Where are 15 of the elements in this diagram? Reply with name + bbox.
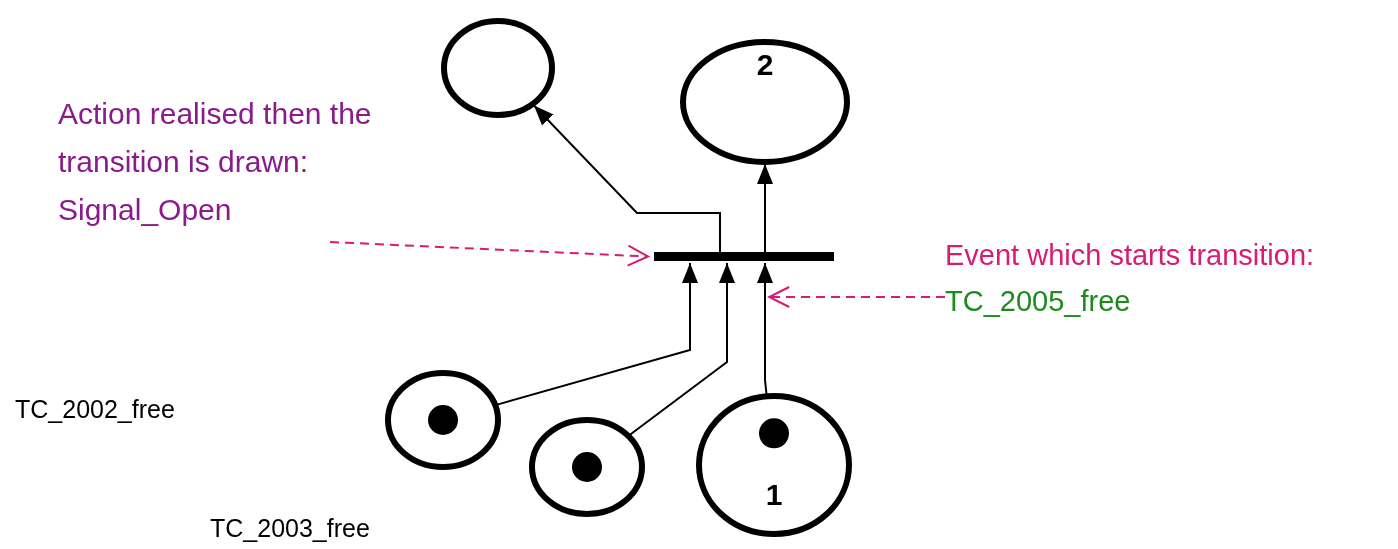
arc-arrow: [628, 262, 735, 436]
signal-label: TC_2002_free: [15, 395, 175, 424]
arc-arrow: [533, 104, 721, 253]
leader-arrow: [329, 241, 649, 267]
arc-arrow: [757, 163, 773, 253]
annotation-text: Action realised then the transition is drawn:: [58, 96, 373, 180]
place-number: 2: [755, 47, 775, 83]
annotation-text: Event which starts transition:: [945, 238, 1316, 273]
annotation-text: Signal_Open: [58, 192, 233, 228]
arc-arrow: [757, 262, 773, 396]
signal-label: TC_2003_free: [210, 514, 370, 543]
annotation-text: TC_2005_free: [945, 284, 1132, 319]
place-number: 1: [764, 477, 784, 513]
arc-arrow: [496, 262, 698, 406]
leader-arrow: [768, 286, 946, 308]
